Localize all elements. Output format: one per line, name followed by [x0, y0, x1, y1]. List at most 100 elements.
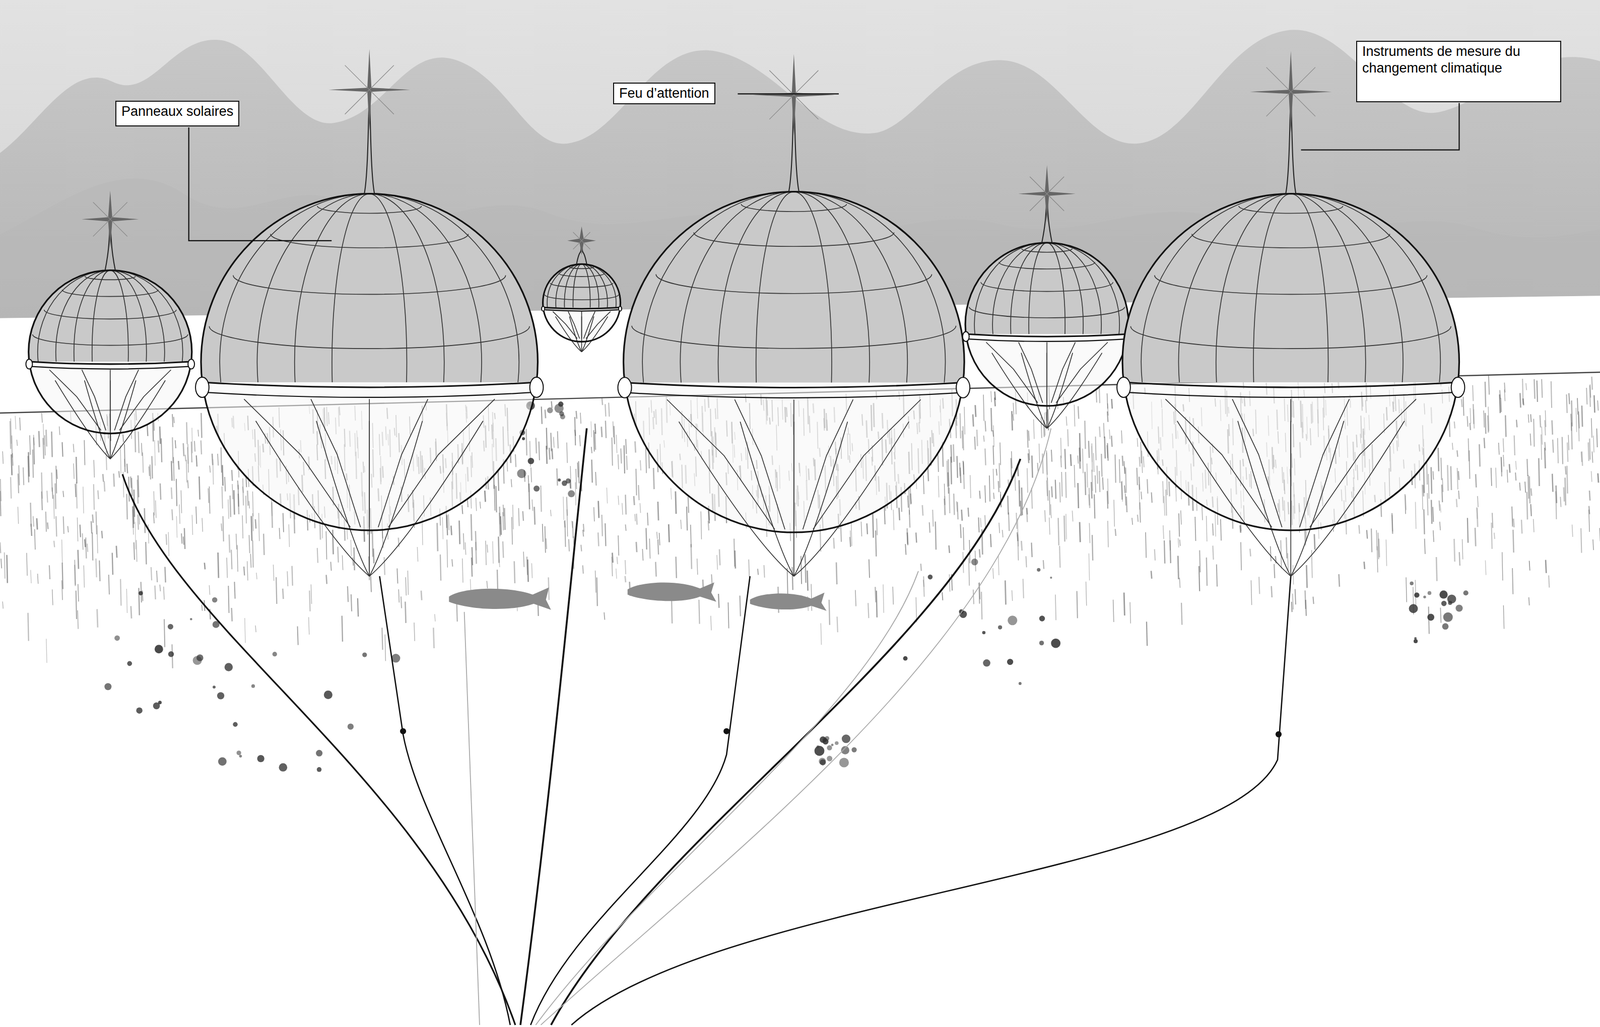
hatch-stroke: [915, 597, 917, 623]
hatch-stroke: [1432, 506, 1434, 522]
hatch-stroke: [1457, 468, 1458, 490]
mooring-cable: [535, 571, 919, 1026]
hatch-stroke: [330, 561, 331, 571]
band: [204, 392, 535, 398]
hatch-stroke: [471, 514, 472, 542]
hatch-stroke: [1091, 446, 1093, 463]
hatch-stroke: [10, 477, 12, 499]
hatch-stroke: [998, 522, 1000, 534]
meridian: [1141, 193, 1441, 383]
hatch-stroke: [475, 542, 477, 564]
net-line: [581, 316, 583, 352]
hatch-stroke: [51, 472, 52, 492]
hatch-stroke: [171, 509, 173, 521]
hatch-stroke: [32, 449, 34, 479]
hatch-stroke: [1041, 417, 1042, 439]
net-line: [1290, 421, 1344, 577]
hatch-stroke: [1364, 561, 1365, 570]
hatch-stroke: [671, 488, 672, 500]
hatch-stroke: [1406, 577, 1407, 603]
hatch-stroke: [51, 431, 52, 458]
hatch-stroke: [1544, 447, 1546, 469]
hatch-stroke: [1533, 418, 1535, 447]
hatch-stroke: [106, 451, 107, 471]
hatch-stroke: [1578, 411, 1580, 429]
hatch-stroke: [710, 616, 712, 631]
hatch-stroke: [1439, 521, 1441, 531]
mooring-cable: [520, 428, 587, 1026]
hatch-stroke: [636, 513, 637, 525]
hull-outline: [965, 242, 1129, 407]
band-joint: [541, 306, 545, 311]
particle: [558, 401, 564, 407]
hatch-stroke: [688, 496, 689, 513]
parallel: [233, 275, 506, 295]
net-line: [1290, 421, 1292, 577]
net-line: [1232, 398, 1283, 528]
hatch-stroke: [499, 559, 500, 568]
hatch-stroke: [28, 455, 29, 483]
hatch-stroke: [176, 516, 177, 539]
hatch-stroke: [46, 490, 48, 503]
particle: [158, 700, 162, 705]
particle: [218, 757, 227, 767]
hatch-stroke: [500, 516, 502, 536]
particle: [527, 457, 535, 465]
hatch-stroke: [1240, 525, 1241, 533]
net-line: [803, 399, 854, 530]
hatch-stroke: [76, 456, 77, 484]
hatch-stroke: [1178, 538, 1179, 548]
hatch-stroke: [659, 532, 660, 546]
hatch-stroke: [309, 590, 310, 612]
hatch-stroke: [980, 517, 981, 527]
hatch-stroke: [153, 491, 155, 516]
hatch-stroke: [45, 429, 47, 447]
hatch-stroke: [1077, 455, 1079, 464]
hatch-stroke: [484, 490, 486, 502]
hatch-stroke: [1551, 381, 1552, 409]
hatch-stroke: [485, 541, 487, 566]
hatch-stroke: [1194, 516, 1196, 542]
net-line: [1046, 353, 1073, 429]
hatch-stroke: [231, 550, 232, 570]
hatch-stroke: [1249, 548, 1251, 557]
hatch-stroke: [1031, 542, 1032, 558]
hatch-stroke: [1008, 512, 1010, 531]
hatch-stroke: [1031, 488, 1033, 509]
hatch-stroke: [209, 486, 210, 514]
hatch-stroke: [136, 540, 138, 562]
hatch-stroke: [1107, 520, 1109, 548]
hatch-stroke: [506, 460, 508, 472]
hatch-stroke: [1023, 578, 1024, 598]
particle: [136, 707, 143, 714]
hatch-stroke: [1591, 376, 1593, 390]
hatch-stroke: [187, 480, 189, 489]
hatch-stroke: [1391, 513, 1393, 535]
hatch-stroke: [923, 576, 924, 597]
hatch-stroke: [101, 530, 103, 539]
hatch-stroke: [1339, 574, 1340, 587]
hatch-stroke: [550, 432, 552, 451]
hatch-stroke: [1002, 529, 1004, 538]
hatch-stroke: [944, 483, 945, 505]
hatch-stroke: [522, 511, 524, 521]
hatch-stroke: [675, 491, 677, 514]
hatch-stroke: [1519, 392, 1521, 408]
hatch-stroke: [1515, 472, 1516, 481]
hatch-stroke: [237, 545, 238, 572]
solar-cap: [1122, 193, 1459, 383]
hull-outline: [623, 191, 965, 533]
hatch-stroke: [1125, 468, 1126, 494]
hatch-stroke: [645, 527, 647, 550]
hatch-stroke: [405, 602, 406, 624]
hatch-stroke: [1091, 443, 1093, 472]
hatch-stroke: [1215, 510, 1216, 537]
hatch-stroke: [61, 442, 63, 457]
hatch-stroke: [237, 480, 239, 490]
hatch-stroke: [73, 463, 75, 480]
warning-light-rays: [1266, 67, 1316, 117]
band: [543, 307, 621, 309]
hatch-stroke: [1507, 469, 1508, 483]
hatch-stroke: [49, 565, 50, 580]
